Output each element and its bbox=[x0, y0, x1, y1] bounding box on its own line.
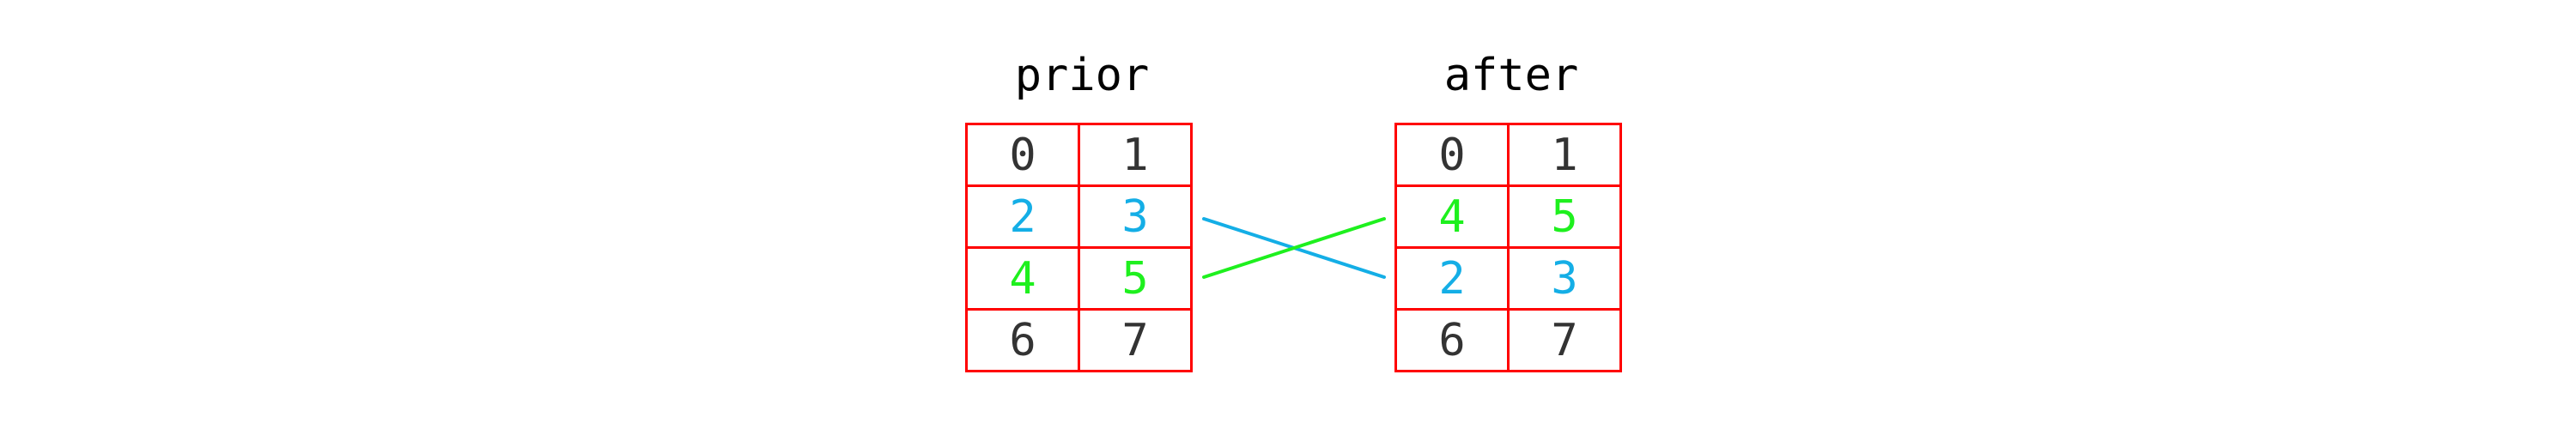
after-cell: 0 bbox=[1394, 123, 1510, 187]
after-row: 2 3 bbox=[1394, 246, 1622, 311]
prior-cell: 4 bbox=[965, 246, 1080, 311]
prior-cell: 7 bbox=[1078, 308, 1193, 372]
after-cell: 6 bbox=[1394, 308, 1510, 372]
prior-row: 2 3 bbox=[965, 184, 1193, 249]
prior-row: 0 1 bbox=[965, 123, 1193, 187]
after-cell: 1 bbox=[1507, 123, 1622, 187]
prior-title: prior bbox=[1014, 50, 1150, 101]
after-row: 4 5 bbox=[1394, 184, 1622, 249]
prior-cell: 2 bbox=[965, 184, 1080, 249]
prior-row: 4 5 bbox=[965, 246, 1193, 311]
prior-grid: 0 1 2 3 4 5 6 7 bbox=[965, 123, 1193, 372]
prior-cell: 3 bbox=[1078, 184, 1193, 249]
prior-cell: 5 bbox=[1078, 246, 1193, 311]
after-row: 6 7 bbox=[1394, 308, 1622, 372]
after-cell: 5 bbox=[1507, 184, 1622, 249]
after-cell: 7 bbox=[1507, 308, 1622, 372]
prior-cell: 1 bbox=[1078, 123, 1193, 187]
after-cell: 3 bbox=[1507, 246, 1622, 311]
after-title: after bbox=[1443, 50, 1579, 101]
after-grid: 0 1 4 5 2 3 6 7 bbox=[1394, 123, 1622, 372]
prior-cell: 0 bbox=[965, 123, 1080, 187]
blue-swap-line bbox=[1202, 217, 1386, 279]
after-cell: 4 bbox=[1394, 184, 1510, 249]
after-row: 0 1 bbox=[1394, 123, 1622, 187]
after-cell: 2 bbox=[1394, 246, 1510, 311]
green-swap-line bbox=[1202, 217, 1386, 279]
prior-row: 6 7 bbox=[965, 308, 1193, 372]
prior-cell: 6 bbox=[965, 308, 1080, 372]
